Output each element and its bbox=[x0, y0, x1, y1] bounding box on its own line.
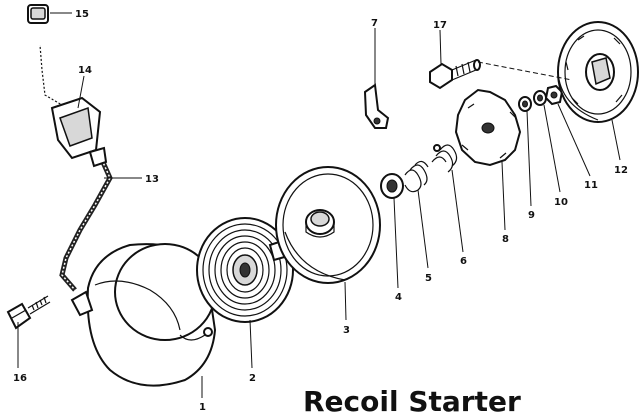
part-7-pawl bbox=[363, 83, 390, 129]
callout-14: 14 bbox=[78, 65, 92, 76]
part-11-nut bbox=[544, 84, 564, 106]
part-17-bolt bbox=[429, 59, 481, 90]
part-1-starter-housing bbox=[70, 243, 217, 387]
callout-8: 8 bbox=[502, 234, 509, 245]
callout-2: 2 bbox=[249, 373, 256, 384]
part-10-lock-washer bbox=[533, 90, 547, 106]
part-8-ratchet-plate bbox=[454, 88, 522, 167]
part-14-rope-guide bbox=[50, 96, 108, 168]
callout-9: 9 bbox=[528, 210, 535, 221]
callout-16: 16 bbox=[13, 373, 27, 384]
part-9-washer bbox=[518, 96, 532, 112]
part-6-friction-spring bbox=[431, 144, 458, 173]
part-12-cover-plate bbox=[557, 21, 639, 123]
callout-7: 7 bbox=[371, 18, 378, 29]
callout-17: 17 bbox=[433, 20, 447, 31]
callout-13: 13 bbox=[145, 174, 159, 185]
leader-lines bbox=[17, 12, 621, 398]
callout-12: 12 bbox=[614, 165, 628, 176]
callout-3: 3 bbox=[343, 325, 350, 336]
part-16-screw bbox=[6, 295, 51, 330]
callout-10: 10 bbox=[554, 197, 568, 208]
callout-1: 1 bbox=[199, 402, 206, 413]
callout-6: 6 bbox=[460, 256, 467, 267]
part-3-pulley bbox=[275, 166, 381, 284]
callout-15: 15 bbox=[75, 9, 89, 20]
diagram-title: Recoil Starter bbox=[303, 385, 521, 418]
callout-5: 5 bbox=[425, 273, 432, 284]
part-15-handle-grip bbox=[27, 4, 49, 24]
part-5-spring bbox=[404, 160, 429, 193]
part-2-recoil-spring bbox=[196, 217, 294, 323]
callout-11: 11 bbox=[584, 180, 598, 191]
part-13-starter-rope bbox=[39, 44, 113, 292]
part-4-washer bbox=[380, 173, 404, 199]
callout-4: 4 bbox=[395, 292, 402, 303]
callout-labels: 15 14 13 16 1 2 3 4 5 6 7 8 9 10 11 12 1… bbox=[13, 9, 628, 413]
